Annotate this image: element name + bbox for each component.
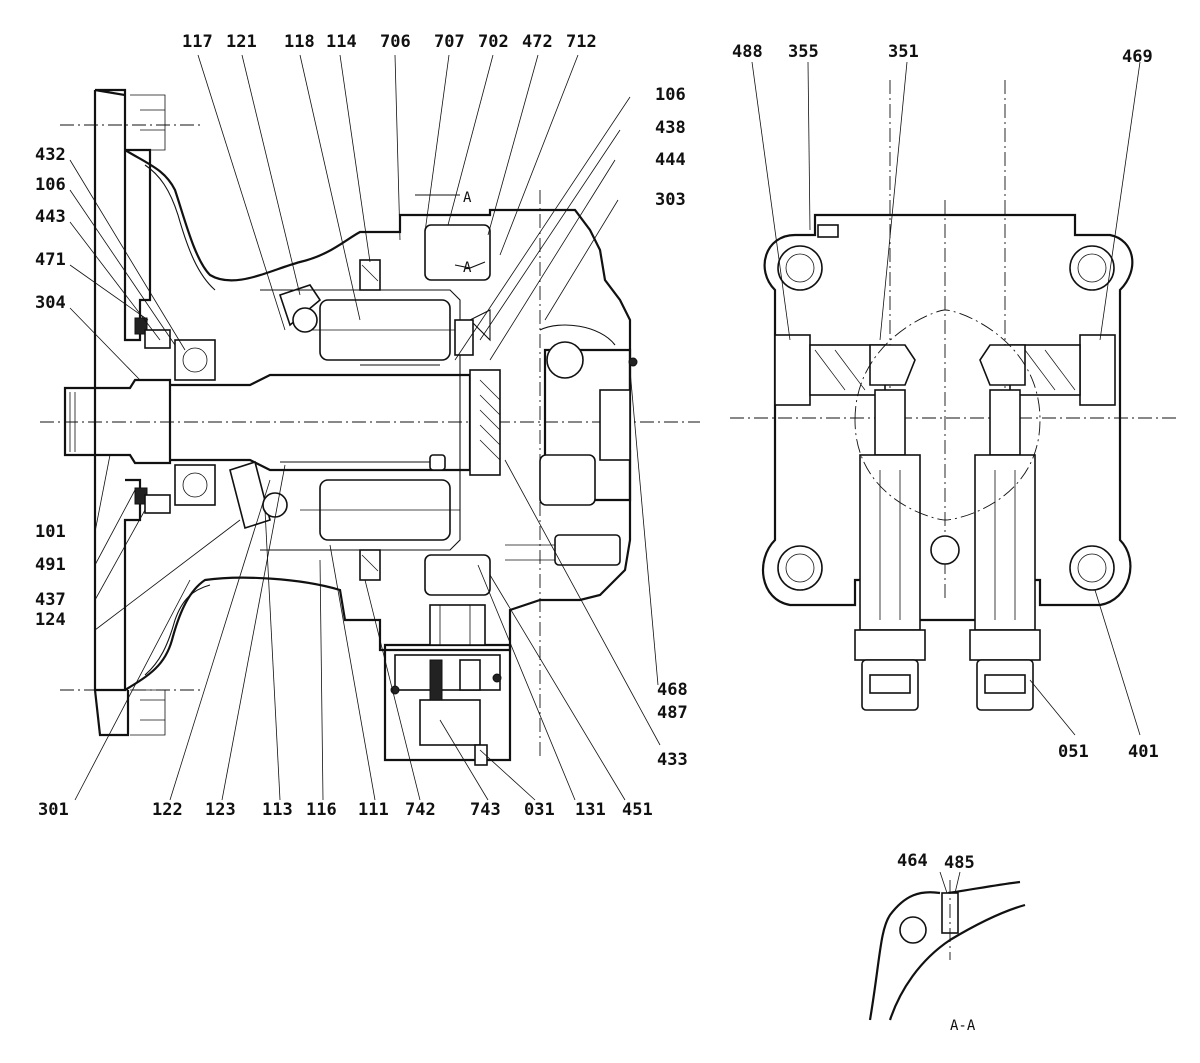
part-label: 443 bbox=[35, 207, 66, 227]
section-mark: A bbox=[463, 190, 472, 206]
part-label: 114 bbox=[326, 32, 357, 52]
part-label: 464 bbox=[897, 851, 928, 871]
part-label: 124 bbox=[35, 610, 66, 630]
part-label: 487 bbox=[657, 703, 688, 723]
part-label: 131 bbox=[575, 800, 606, 820]
part-label: 113 bbox=[262, 800, 293, 820]
part-label: 101 bbox=[35, 522, 66, 542]
part-label: 469 bbox=[1122, 47, 1153, 67]
main-leader-lines bbox=[69, 54, 661, 801]
part-label: 743 bbox=[470, 800, 501, 820]
part-label: 742 bbox=[405, 800, 436, 820]
part-label: 707 bbox=[434, 32, 465, 52]
part-label: 491 bbox=[35, 555, 66, 575]
part-label: 433 bbox=[657, 750, 688, 770]
part-label: 301 bbox=[38, 800, 69, 820]
part-label: 118 bbox=[284, 32, 315, 52]
part-label: 702 bbox=[478, 32, 509, 52]
part-label: 485 bbox=[944, 853, 975, 873]
part-label: 111 bbox=[358, 800, 389, 820]
part-label: 121 bbox=[226, 32, 257, 52]
part-label: 122 bbox=[152, 800, 183, 820]
part-label: 437 bbox=[35, 590, 66, 610]
part-label: 468 bbox=[657, 680, 688, 700]
part-label: 706 bbox=[380, 32, 411, 52]
part-label: 031 bbox=[524, 800, 555, 820]
bolt-holes bbox=[777, 245, 1115, 591]
part-label: 401 bbox=[1128, 742, 1159, 762]
part-label: 472 bbox=[522, 32, 553, 52]
part-label: 051 bbox=[1058, 742, 1089, 762]
part-label: 116 bbox=[306, 800, 337, 820]
part-label: 123 bbox=[205, 800, 236, 820]
part-label: 304 bbox=[35, 293, 66, 313]
detail-caption: A-A bbox=[950, 1018, 976, 1034]
main-section-view bbox=[40, 88, 700, 766]
part-label: 106 bbox=[35, 175, 66, 195]
detail-a-a-view bbox=[868, 871, 1026, 1021]
part-number-labels: 117 121 118 114 706 707 702 472 712 106 438 444 303 4… bbox=[35, 32, 1159, 1034]
end-leader-lines bbox=[751, 61, 1141, 736]
part-label: 451 bbox=[622, 800, 653, 820]
part-label: 303 bbox=[655, 190, 686, 210]
part-label: 444 bbox=[655, 150, 686, 170]
part-label: 117 bbox=[182, 32, 213, 52]
part-label: 712 bbox=[566, 32, 597, 52]
part-label: 471 bbox=[35, 250, 66, 270]
part-label: 432 bbox=[35, 145, 66, 165]
part-label: 106 bbox=[655, 85, 686, 105]
part-label: 438 bbox=[655, 118, 686, 138]
section-mark: A bbox=[463, 260, 472, 276]
part-label: 488 bbox=[732, 42, 763, 62]
part-label: 351 bbox=[888, 42, 919, 62]
part-label: 355 bbox=[788, 42, 819, 62]
end-view bbox=[730, 80, 1180, 711]
